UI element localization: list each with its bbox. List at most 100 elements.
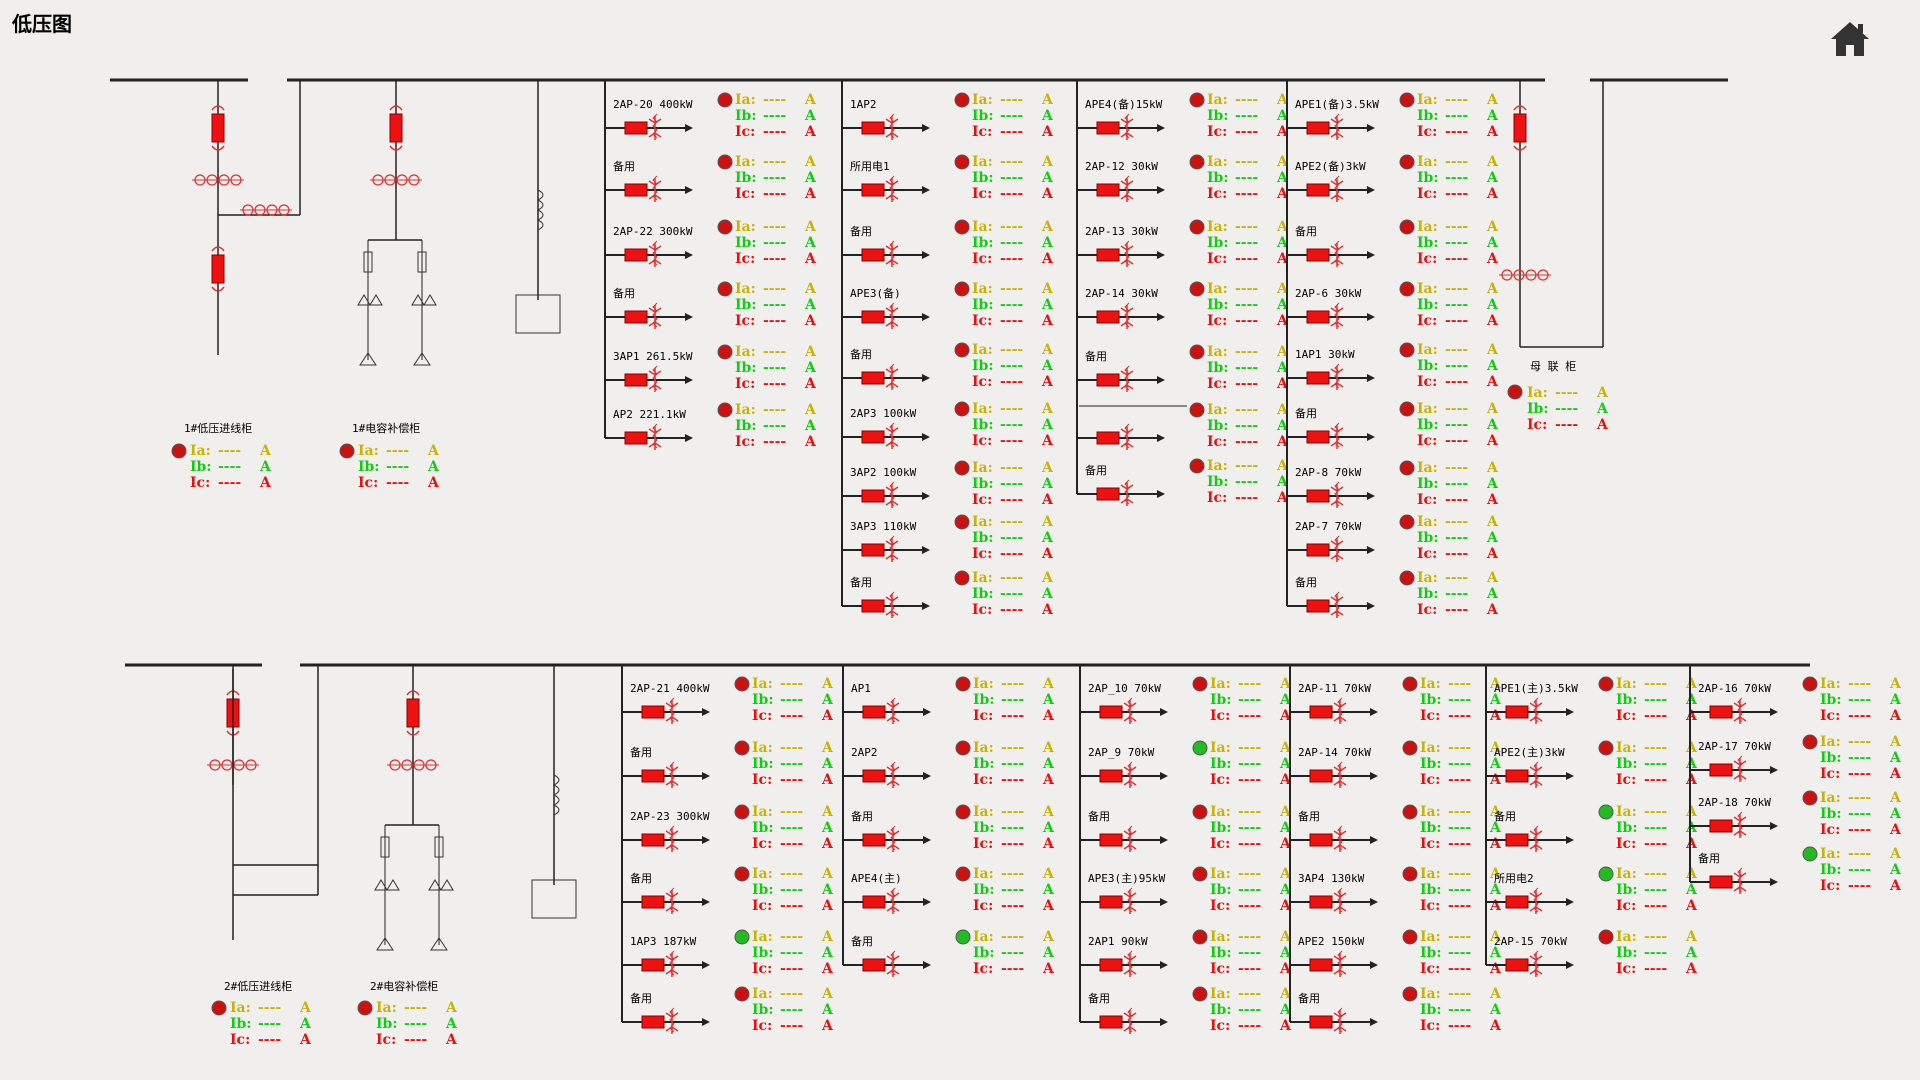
status-indicator[interactable] — [1402, 929, 1418, 945]
breaker[interactable] — [1306, 599, 1330, 613]
status-indicator[interactable] — [211, 1000, 227, 1016]
status-indicator[interactable] — [1189, 219, 1205, 235]
breaker[interactable] — [624, 183, 648, 197]
status-indicator[interactable] — [734, 676, 750, 692]
breaker[interactable] — [1505, 958, 1529, 972]
breaker[interactable] — [1505, 833, 1529, 847]
breaker[interactable] — [1306, 183, 1330, 197]
breaker[interactable] — [1709, 763, 1733, 777]
status-indicator[interactable] — [1507, 384, 1523, 400]
breaker[interactable] — [641, 705, 665, 719]
breaker[interactable] — [1306, 121, 1330, 135]
breaker[interactable] — [624, 121, 648, 135]
status-indicator[interactable] — [734, 986, 750, 1002]
breaker[interactable] — [1096, 183, 1120, 197]
breaker[interactable] — [862, 769, 886, 783]
status-indicator[interactable] — [1402, 804, 1418, 820]
status-indicator[interactable] — [717, 402, 733, 418]
breaker[interactable] — [862, 895, 886, 909]
breaker[interactable] — [861, 430, 885, 444]
breaker[interactable] — [624, 431, 648, 445]
breaker[interactable] — [861, 248, 885, 262]
breaker[interactable] — [1309, 1015, 1333, 1029]
breaker[interactable] — [1505, 895, 1529, 909]
status-indicator[interactable] — [955, 866, 971, 882]
status-indicator[interactable] — [717, 154, 733, 170]
status-indicator[interactable] — [1192, 929, 1208, 945]
status-indicator[interactable] — [734, 929, 750, 945]
breaker[interactable] — [1096, 121, 1120, 135]
status-indicator[interactable] — [1192, 740, 1208, 756]
breaker[interactable] — [1309, 958, 1333, 972]
breaker[interactable] — [1505, 769, 1529, 783]
status-indicator[interactable] — [1399, 514, 1415, 530]
status-indicator[interactable] — [1399, 570, 1415, 586]
status-indicator[interactable] — [1189, 154, 1205, 170]
status-indicator[interactable] — [717, 344, 733, 360]
breaker[interactable] — [1096, 431, 1120, 445]
status-indicator[interactable] — [734, 740, 750, 756]
status-indicator[interactable] — [734, 804, 750, 820]
status-indicator[interactable] — [1399, 281, 1415, 297]
status-indicator[interactable] — [955, 804, 971, 820]
status-indicator[interactable] — [955, 676, 971, 692]
status-indicator[interactable] — [1399, 219, 1415, 235]
status-indicator[interactable] — [1402, 866, 1418, 882]
breaker[interactable] — [624, 373, 648, 387]
breaker[interactable] — [1096, 373, 1120, 387]
breaker[interactable] — [1309, 705, 1333, 719]
status-indicator[interactable] — [734, 866, 750, 882]
breaker[interactable] — [1306, 371, 1330, 385]
status-indicator[interactable] — [954, 401, 970, 417]
status-indicator[interactable] — [1189, 402, 1205, 418]
breaker[interactable] — [641, 1015, 665, 1029]
status-indicator[interactable] — [1598, 929, 1614, 945]
breaker[interactable] — [861, 371, 885, 385]
breaker[interactable] — [1709, 819, 1733, 833]
status-indicator[interactable] — [717, 281, 733, 297]
breaker[interactable] — [1306, 430, 1330, 444]
incoming-breaker-2[interactable] — [211, 254, 225, 284]
status-indicator[interactable] — [1189, 92, 1205, 108]
breaker[interactable] — [1096, 248, 1120, 262]
breaker[interactable] — [862, 705, 886, 719]
breaker[interactable] — [861, 183, 885, 197]
breaker[interactable] — [861, 121, 885, 135]
breaker[interactable] — [624, 310, 648, 324]
status-indicator[interactable] — [1802, 846, 1818, 862]
status-indicator[interactable] — [954, 92, 970, 108]
breaker[interactable] — [1096, 310, 1120, 324]
breaker[interactable] — [862, 958, 886, 972]
breaker[interactable] — [1306, 543, 1330, 557]
capacitor-breaker[interactable] — [406, 698, 420, 728]
status-indicator[interactable] — [1802, 676, 1818, 692]
status-indicator[interactable] — [1189, 344, 1205, 360]
status-indicator[interactable] — [954, 514, 970, 530]
status-indicator[interactable] — [357, 1000, 373, 1016]
status-indicator[interactable] — [171, 443, 187, 459]
breaker[interactable] — [1309, 769, 1333, 783]
status-indicator[interactable] — [1399, 401, 1415, 417]
status-indicator[interactable] — [954, 342, 970, 358]
breaker[interactable] — [1099, 705, 1123, 719]
status-indicator[interactable] — [1402, 676, 1418, 692]
status-indicator[interactable] — [1399, 92, 1415, 108]
breaker[interactable] — [641, 895, 665, 909]
tie-breaker[interactable] — [1513, 113, 1527, 143]
status-indicator[interactable] — [717, 92, 733, 108]
breaker[interactable] — [1306, 310, 1330, 324]
breaker[interactable] — [862, 833, 886, 847]
status-indicator[interactable] — [1402, 986, 1418, 1002]
breaker[interactable] — [1306, 248, 1330, 262]
status-indicator[interactable] — [717, 219, 733, 235]
breaker[interactable] — [1306, 489, 1330, 503]
home-button[interactable] — [1828, 16, 1872, 60]
breaker[interactable] — [861, 599, 885, 613]
status-indicator[interactable] — [1399, 342, 1415, 358]
breaker[interactable] — [1709, 705, 1733, 719]
breaker[interactable] — [1099, 769, 1123, 783]
status-indicator[interactable] — [1598, 804, 1614, 820]
breaker[interactable] — [1099, 895, 1123, 909]
status-indicator[interactable] — [339, 443, 355, 459]
status-indicator[interactable] — [1598, 740, 1614, 756]
